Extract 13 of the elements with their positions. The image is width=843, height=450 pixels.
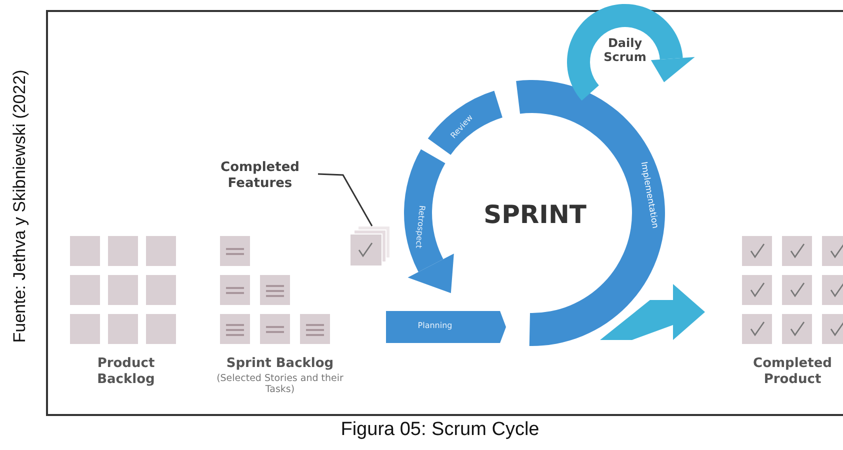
completed-features-cards	[350, 226, 390, 266]
leader-line	[318, 173, 373, 226]
callout-label: Completed Features	[200, 160, 320, 192]
section-label: Product Backlog	[96, 356, 156, 388]
source-note: Fuente: Jethva y Skibniewski (2022)	[10, 68, 30, 345]
section-label: Sprint Backlog	[225, 356, 335, 372]
caption: Figura 05: Scrum Cycle	[340, 419, 540, 442]
cycle-label: Daily Scrum	[602, 36, 648, 65]
cycle-label: Planning	[416, 321, 454, 331]
title: SPRINT	[482, 200, 588, 230]
section-note: (Selected Stories and their Tasks)	[216, 373, 344, 396]
section-label: Completed Product	[752, 356, 833, 388]
cycle-label: Retrospect	[412, 204, 428, 251]
